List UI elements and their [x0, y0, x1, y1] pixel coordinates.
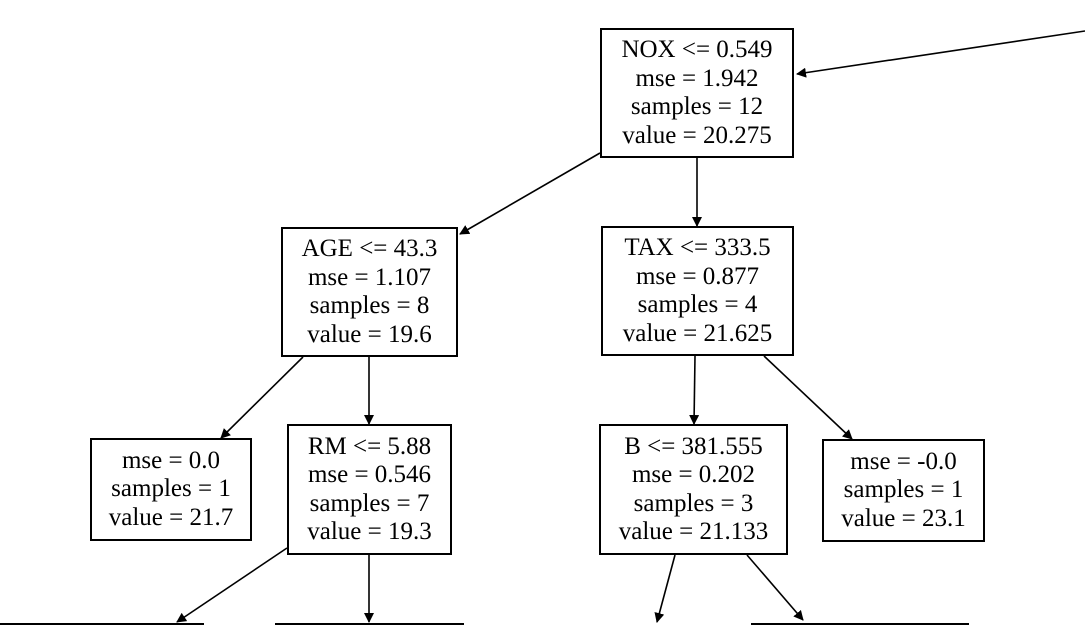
- node-label-value: value = 21.625: [622, 319, 773, 347]
- node-label-mse: mse = 0.202: [631, 461, 756, 488]
- edge-rm-to-left-child: [176, 547, 288, 623]
- tree-node-leaf-right: mse = -0.0 samples = 1 value = 23.1: [822, 439, 985, 542]
- node-label-samples: samples = 8: [309, 292, 430, 319]
- tree-node-b: B <= 381.555 mse = 0.202 samples = 3 val…: [599, 424, 788, 555]
- node-label-value: value = 20.275: [622, 121, 772, 149]
- node-label-value: value = 21.7: [108, 503, 234, 531]
- node-label-mse: mse = 0.546: [307, 461, 432, 488]
- node-label-mse: mse = 0.0: [121, 446, 221, 474]
- node-label-split: AGE <= 43.3: [301, 235, 438, 262]
- edge-tax-to-leaf2: [763, 355, 853, 440]
- node-label-split: RM <= 5.88: [307, 432, 432, 460]
- edge-b-to-right-child: [746, 554, 804, 621]
- node-label-split: NOX <= 0.549: [621, 36, 773, 63]
- node-label-samples: samples = 7: [309, 489, 430, 517]
- edge-parent-to-root: [796, 30, 1085, 78]
- tree-node-leaf-left: mse = 0.0 samples = 1 value = 21.7: [90, 438, 252, 541]
- node-label-mse: mse = -0.0: [850, 447, 957, 475]
- node-label-split: TAX <= 333.5: [624, 234, 771, 261]
- node-label-value: value = 19.6: [307, 320, 432, 348]
- node-label-samples: samples = 4: [637, 291, 758, 318]
- node-label-samples: samples = 3: [633, 489, 754, 517]
- node-label-mse: mse = 0.877: [635, 262, 760, 290]
- node-label-mse: mse = 1.942: [635, 64, 759, 92]
- edge-age-to-leaf1: [220, 356, 304, 439]
- edge-b-to-left-child: [654, 554, 676, 623]
- node-label-split: B <= 381.555: [624, 432, 763, 460]
- node-label-samples: samples = 12: [630, 93, 764, 120]
- edge-root-to-age: [459, 152, 601, 235]
- tree-node-root: NOX <= 0.549 mse = 1.942 samples = 12 va…: [600, 28, 794, 158]
- node-label-value: value = 23.1: [841, 504, 966, 532]
- tree-node-rm: RM <= 5.88 mse = 0.546 samples = 7 value…: [287, 424, 452, 555]
- tree-node-tax: TAX <= 333.5 mse = 0.877 samples = 4 val…: [601, 226, 794, 356]
- node-label-value: value = 19.3: [307, 518, 432, 545]
- node-label-value: value = 21.133: [618, 518, 769, 545]
- node-label-samples: samples = 1: [843, 476, 964, 504]
- node-label-mse: mse = 1.107: [307, 263, 432, 291]
- tree-node-age: AGE <= 43.3 mse = 1.107 samples = 8 valu…: [281, 227, 458, 357]
- node-label-samples: samples = 1: [111, 475, 231, 503]
- edge-tax-to-b: [689, 355, 700, 425]
